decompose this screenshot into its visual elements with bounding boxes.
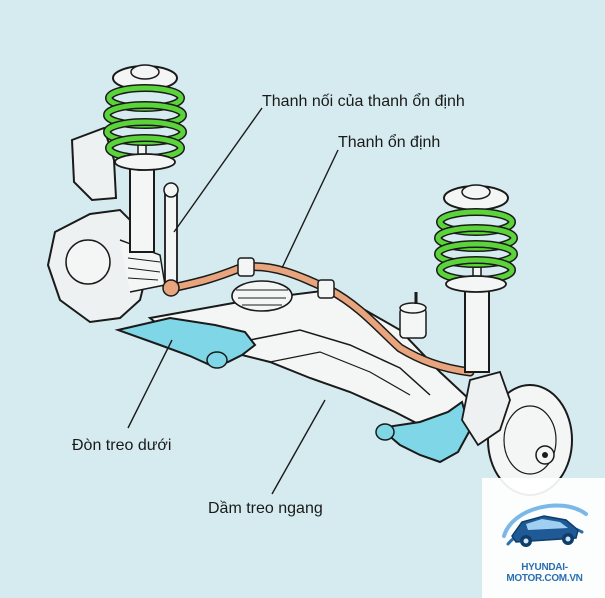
right-spring — [434, 184, 518, 293]
engine-mount — [399, 292, 427, 339]
lower-arm-right — [377, 400, 472, 464]
stabilizer-bushing-right — [317, 279, 335, 299]
site-watermark: HYUNDAI-MOTOR.COM.VN — [482, 478, 605, 598]
watermark-text: HYUNDAI-MOTOR.COM.VN — [506, 562, 583, 584]
leader-crossmember — [271, 399, 326, 495]
stabilizer-link-left — [162, 182, 180, 297]
leader-stabilizer-link — [173, 107, 263, 233]
leader-stabilizer-bar — [281, 149, 339, 269]
label-stabilizer-link: Thanh nối của thanh ổn định — [262, 93, 465, 110]
crossmember-rib-2 — [269, 351, 411, 396]
stabilizer-bushing-left — [237, 257, 255, 277]
car-logo-icon — [502, 503, 588, 547]
label-crossmember: Dầm treo ngang — [208, 500, 323, 517]
label-stabilizer-bar: Thanh ổn định — [338, 134, 441, 151]
left-strut-bracket — [70, 126, 118, 202]
left-spring — [103, 64, 187, 171]
left-knuckle — [46, 208, 166, 324]
steering-boot — [231, 280, 293, 312]
right-knuckle — [461, 370, 573, 496]
label-lower-arm: Đòn treo dưới — [72, 437, 172, 454]
left-strut-body — [129, 159, 155, 253]
right-strut-body — [464, 279, 490, 373]
leader-lower-arm — [127, 339, 173, 429]
crossmember-rib — [249, 329, 431, 396]
